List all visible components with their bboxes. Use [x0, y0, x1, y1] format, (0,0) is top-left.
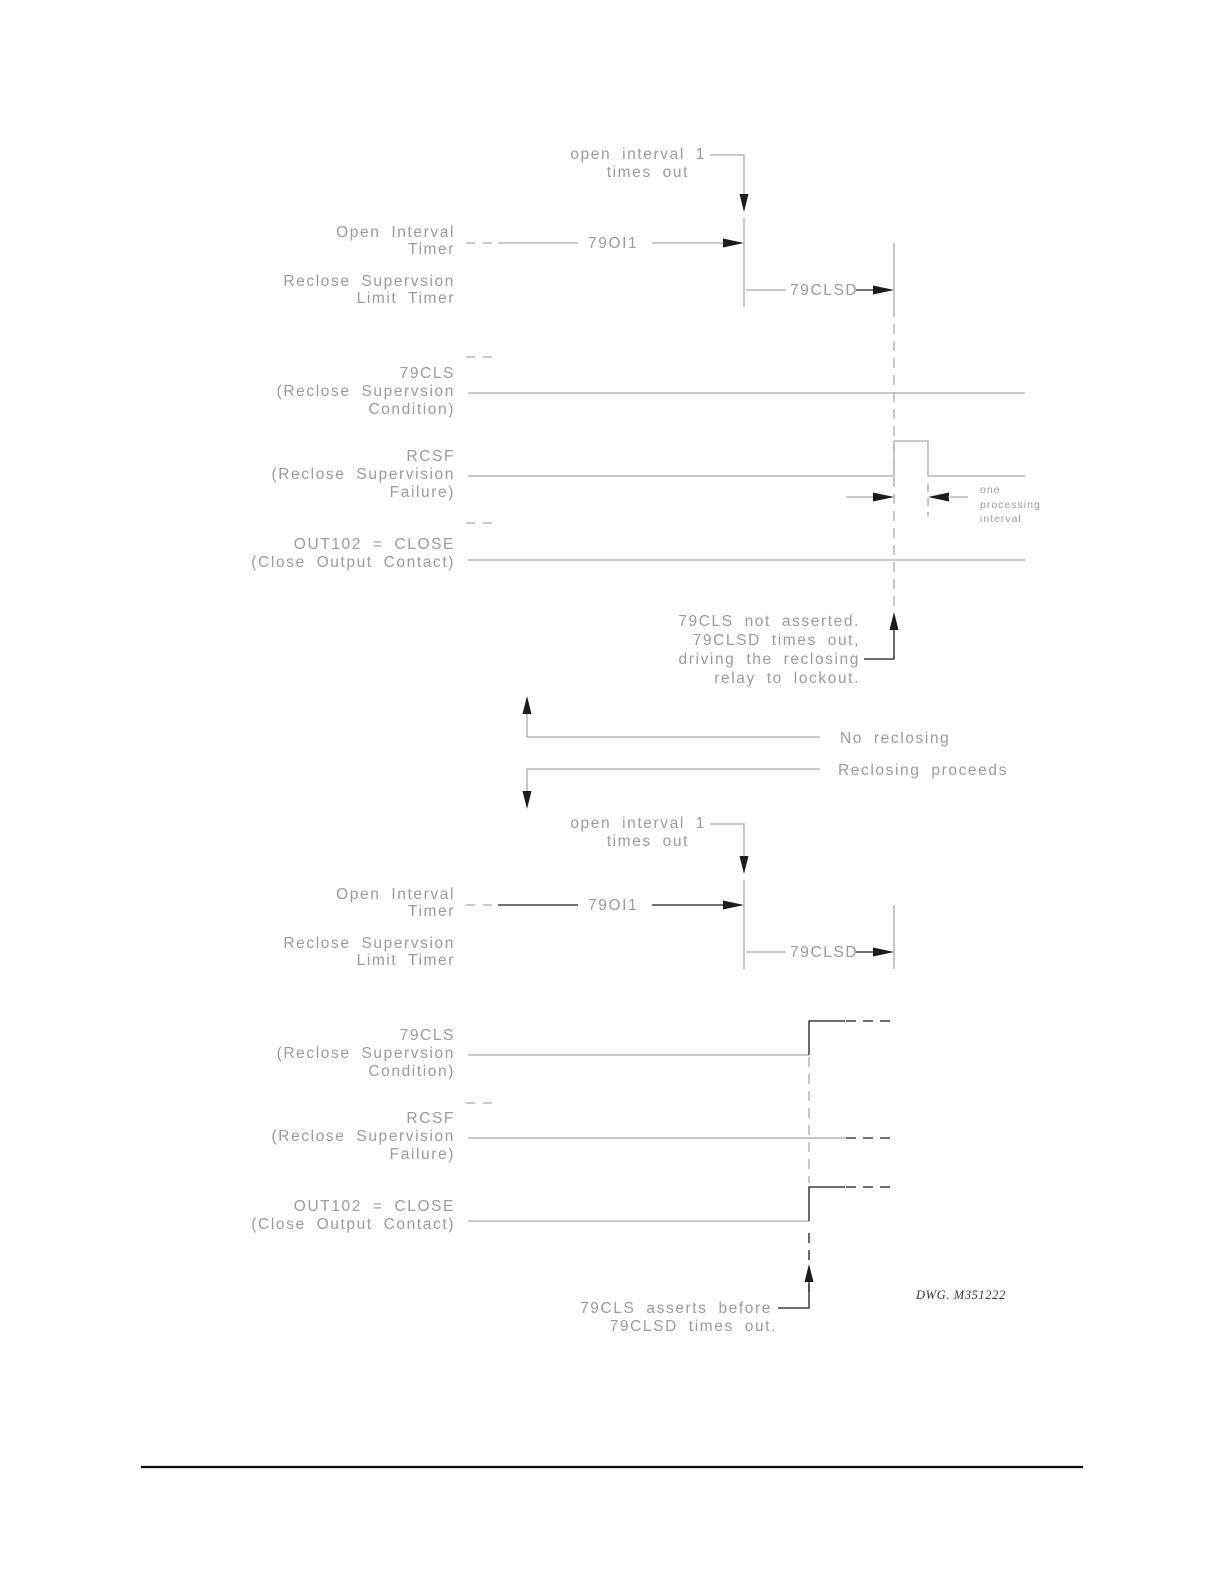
- limit-timer-label-line1: Reclose Supervsion: [283, 935, 455, 952]
- rcsf-label-line2: (Reclose Supervision: [272, 1128, 455, 1145]
- out102-rising-edge: [808, 1186, 845, 1221]
- arrow-right-icon: [873, 947, 894, 957]
- processing-interval-label-line2: processing: [980, 499, 1041, 511]
- open-interval-note-line1: open interval 1: [570, 815, 706, 832]
- arrow-down-icon: [739, 856, 749, 874]
- out102-label-line2: (Close Output Contact): [251, 554, 455, 571]
- top-timing-diagram: open interval 1 times out Open Interval …: [251, 146, 1041, 687]
- out102-label-line2: (Close Output Contact): [251, 1216, 455, 1233]
- dwg-reference: DWG. M351222: [915, 1288, 1006, 1302]
- rcsf-pulse: [893, 440, 929, 476]
- lockout-note-line2: 79CLSD times out,: [693, 632, 860, 649]
- rcsf-label-line3: Failure): [390, 484, 455, 501]
- arrow-down-icon: [739, 194, 749, 212]
- processing-interval-label-line1: one: [980, 484, 1001, 496]
- bottom-timing-diagram: open interval 1 times out Open Interval …: [251, 815, 1006, 1335]
- lockout-note-line1: 79CLS not asserted.: [678, 613, 860, 630]
- limit-timer-label-line2: Limit Timer: [357, 290, 455, 307]
- open-interval-timer-label-line2: Timer: [408, 903, 455, 920]
- out102-label-line1: OUT102 = CLOSE: [294, 1198, 455, 1215]
- cls-label-line1: 79CLS: [400, 365, 455, 382]
- open-interval-timer-label-line2: Timer: [408, 241, 455, 258]
- arrow-up-icon: [522, 696, 532, 714]
- no-reclosing-branch-line: [526, 714, 820, 738]
- clsd-tag: 79CLSD: [790, 282, 858, 299]
- open-interval-note-line2: times out: [607, 833, 689, 850]
- reclosing-proceeds-branch-line: [526, 768, 820, 791]
- open-interval-timer-label-line1: Open Interval: [336, 886, 455, 903]
- open-interval-note-line1: open interval 1: [570, 146, 706, 163]
- cls-label-line3: Condition): [368, 401, 455, 418]
- arrow-right-icon: [723, 238, 744, 248]
- cls-label-line1: 79CLS: [400, 1027, 455, 1044]
- out102-label-line1: OUT102 = CLOSE: [294, 536, 455, 553]
- cls-rising-edge: [808, 1020, 845, 1055]
- arrow-right-icon: [723, 900, 744, 910]
- rcsf-label-line2: (Reclose Supervision: [272, 466, 455, 483]
- oi-timer-tag: 79OI1: [588, 235, 638, 252]
- leader-line: [864, 630, 895, 660]
- limit-timer-label-line1: Reclose Supervsion: [283, 273, 455, 290]
- cls-label-line2: (Reclose Supervsion: [277, 383, 455, 400]
- arrow-left-icon: [928, 492, 949, 502]
- arrow-down-icon: [522, 791, 532, 809]
- lockout-note-line3: driving the reclosing: [679, 651, 860, 668]
- leader-line: [710, 154, 745, 196]
- limit-timer-label-line2: Limit Timer: [357, 952, 455, 969]
- reclosing-proceeds-label: Reclosing proceeds: [838, 762, 1008, 779]
- rcsf-label-line3: Failure): [390, 1146, 455, 1163]
- rcsf-label-line1: RCSF: [406, 448, 455, 465]
- lockout-note-line4: relay to lockout.: [714, 670, 860, 687]
- oi-timer-tag: 79OI1: [588, 897, 638, 914]
- arrow-right-icon: [873, 492, 894, 502]
- clsd-tag: 79CLSD: [790, 944, 858, 961]
- assert-note-line1: 79CLS asserts before: [580, 1300, 772, 1317]
- arrow-up-icon: [804, 1264, 814, 1282]
- open-interval-note-line2: times out: [607, 164, 689, 181]
- leader-line: [710, 823, 745, 858]
- arrow-up-icon: [889, 612, 899, 630]
- arrow-right-icon: [873, 285, 894, 295]
- middle-branch: No reclosing Reclosing proceeds: [522, 696, 1008, 809]
- assert-note-line2: 79CLSD times out.: [610, 1318, 777, 1335]
- leader-line: [778, 1282, 810, 1309]
- processing-interval-label-line3: interval: [980, 513, 1022, 525]
- no-reclosing-label: No reclosing: [840, 730, 950, 747]
- rcsf-label-line1: RCSF: [406, 1110, 455, 1127]
- cls-label-line3: Condition): [368, 1063, 455, 1080]
- cls-label-line2: (Reclose Supervsion: [277, 1045, 455, 1062]
- open-interval-timer-label-line1: Open Interval: [336, 224, 455, 241]
